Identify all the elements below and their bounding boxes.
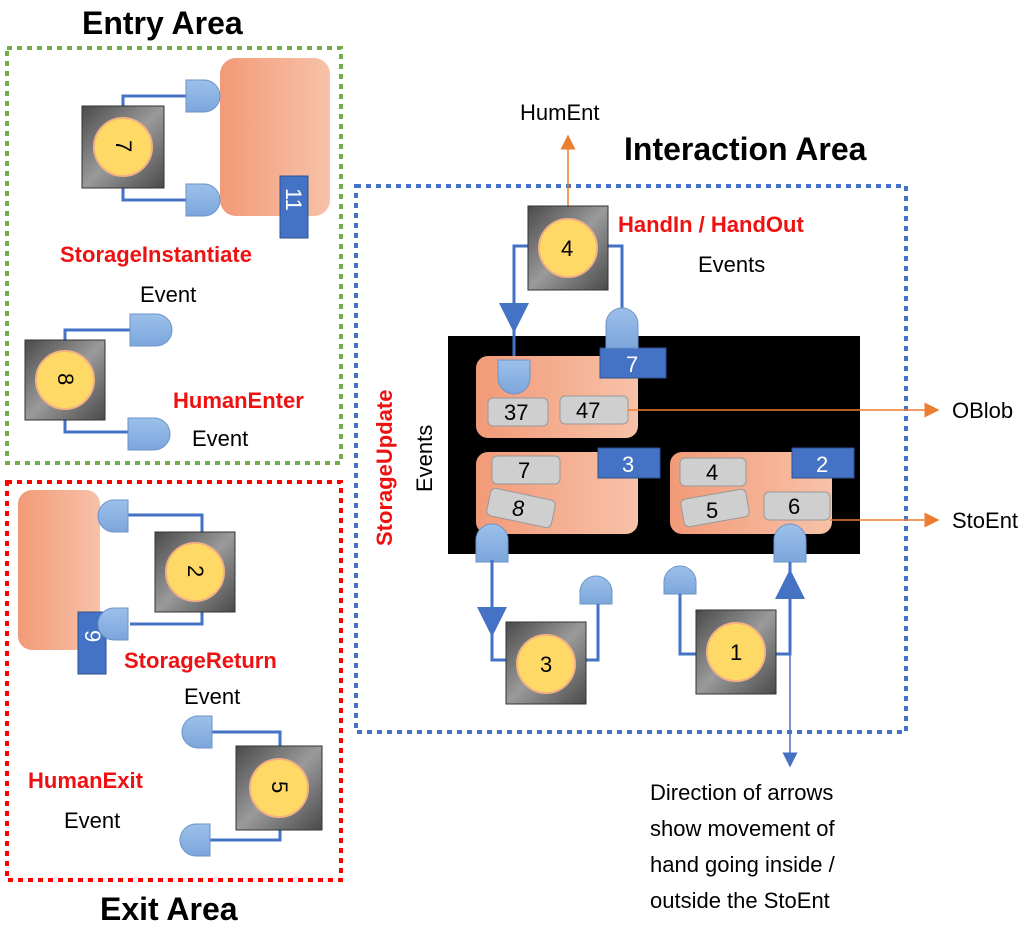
object-id-label: 47 <box>576 398 600 423</box>
human-circle <box>165 542 225 602</box>
human-id-label: 5 <box>267 781 292 793</box>
human-circle <box>35 350 95 410</box>
direction-note-line: outside the StoEnt <box>650 888 830 913</box>
storage-id-badge <box>279 175 309 239</box>
connector-line <box>121 94 186 202</box>
object-id-label: 4 <box>706 460 718 485</box>
storage-id-label: 11 <box>281 188 306 211</box>
storage-return-event-label: StorageReturn <box>124 648 277 673</box>
human-id-label: 2 <box>183 565 208 577</box>
event-word-label: Event <box>184 684 240 709</box>
humEnt-label: HumEnt <box>520 100 599 125</box>
hand-icon <box>185 79 221 113</box>
hand-icon <box>129 313 173 347</box>
object-tag <box>763 491 831 521</box>
event-word-label: Event <box>192 426 248 451</box>
stoEnt-label: StoEnt <box>952 508 1018 533</box>
direction-note-line: Direction of arrows <box>650 780 833 805</box>
hand-icon <box>497 359 531 395</box>
storage-instantiate-event-label: StorageInstantiate <box>60 242 252 267</box>
human-circle <box>706 622 766 682</box>
hand-icon <box>605 307 639 349</box>
human-id-label: 3 <box>540 652 552 677</box>
human-id-label: 8 <box>53 373 78 385</box>
hand-icon <box>579 575 613 605</box>
human-id-label: 7 <box>111 140 136 152</box>
connector-line <box>128 513 204 626</box>
handin-handout-event-label: HandIn / HandOut <box>618 212 804 237</box>
storage-id-label: 9 <box>80 630 105 642</box>
storage-id-label: 3 <box>622 452 634 477</box>
hand-icon <box>475 523 509 563</box>
human-id-label: 4 <box>561 236 573 261</box>
object-id-label: 8 <box>512 496 525 521</box>
event-word-label: Event <box>64 808 120 833</box>
connector-line <box>63 328 132 434</box>
hand-icon <box>185 183 221 217</box>
entry-area-box <box>5 46 343 465</box>
object-id-label: 6 <box>788 494 800 519</box>
hand-icon <box>773 523 807 563</box>
events-word-label: Events <box>698 252 765 277</box>
connector-line <box>208 730 282 842</box>
storage-id-badge <box>597 447 661 479</box>
entry-storage-entity <box>220 58 330 216</box>
storage-id-badge <box>599 347 667 379</box>
exit-area-box <box>5 480 343 882</box>
object-id-label: 5 <box>706 498 718 523</box>
interaction-area-box <box>354 184 908 734</box>
human-id-label: 1 <box>730 640 742 665</box>
oblob-label: OBlob <box>952 398 1013 423</box>
events-word-label: Events <box>412 425 437 492</box>
human-exit-event-label: HumanExit <box>28 768 144 793</box>
object-id-label: 7 <box>518 458 530 483</box>
hand-icon <box>179 823 211 857</box>
object-tag <box>486 487 556 529</box>
hand-icon <box>97 499 129 533</box>
human-enter-event-label: HumanEnter <box>173 388 304 413</box>
human-circle <box>516 634 576 694</box>
exit-storage-entity <box>18 490 100 650</box>
human-circle <box>538 218 598 278</box>
object-tag <box>679 457 747 487</box>
hand-icon <box>127 417 171 451</box>
interaction-area-title: Interaction Area <box>624 131 867 167</box>
storage-update-event-label: StorageUpdate <box>372 390 397 546</box>
hand-icon <box>663 565 697 595</box>
hand-icon <box>97 607 129 641</box>
event-word-label: Event <box>140 282 196 307</box>
object-tag <box>487 397 549 427</box>
object-tag <box>680 488 750 528</box>
object-tag <box>491 455 561 485</box>
exit-area-title: Exit Area <box>100 891 238 927</box>
storage-id-label: 2 <box>816 452 828 477</box>
human-circle <box>249 758 309 818</box>
storage-id-badge <box>791 447 855 479</box>
object-id-label: 37 <box>504 400 528 425</box>
direction-note-line: show movement of <box>650 816 836 841</box>
hand-icon <box>181 715 213 749</box>
human-circle <box>93 117 153 177</box>
entry-area-title: Entry Area <box>82 5 243 41</box>
direction-note-line: hand going inside / <box>650 852 836 877</box>
storage-id-label: 7 <box>626 352 638 377</box>
